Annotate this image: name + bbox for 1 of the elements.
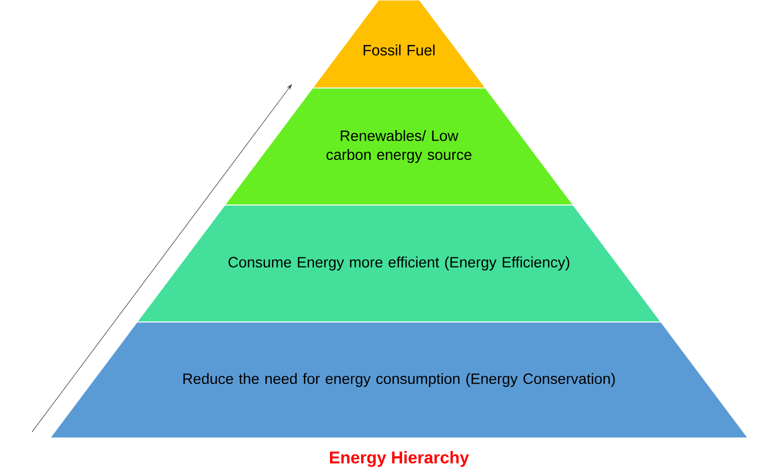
title: Energy Hierarchy xyxy=(330,451,470,467)
